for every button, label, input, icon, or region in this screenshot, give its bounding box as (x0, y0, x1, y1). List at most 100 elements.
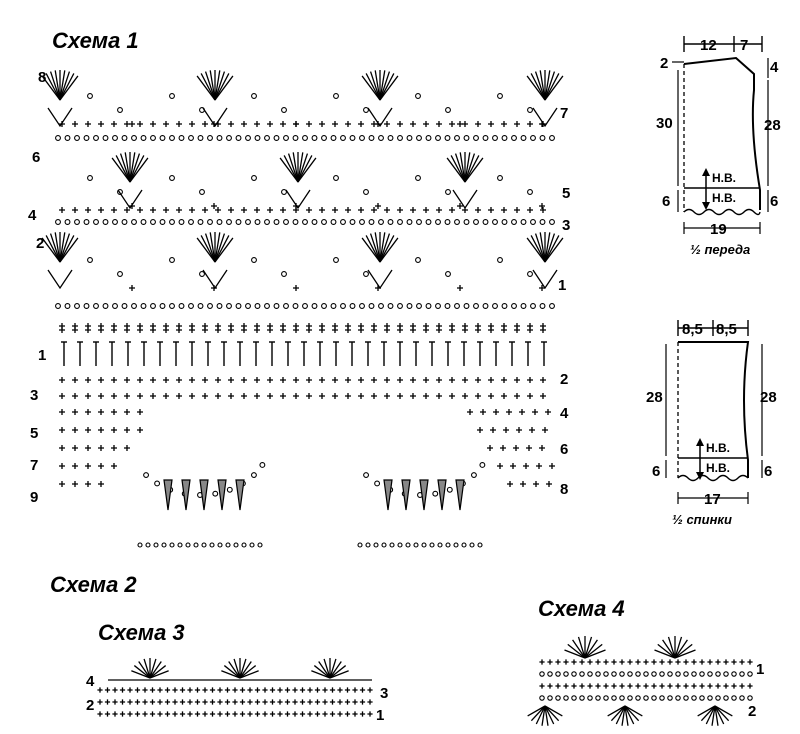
chain-stitch-symbol (330, 303, 337, 309)
single-crochet-symbol (371, 207, 377, 213)
chain-stitch-symbol (140, 219, 147, 225)
s1-row-right-3: 3 (562, 217, 570, 234)
single-crochet-symbol (510, 463, 516, 469)
chain-stitch-symbol (207, 219, 213, 225)
single-crochet-symbol (215, 327, 221, 333)
chain-stitch-symbol (159, 135, 166, 141)
chain-stitch-symbol (359, 303, 365, 309)
single-crochet-symbol (194, 687, 201, 693)
chain-stitch-symbol (530, 135, 536, 141)
front-width-dim: 19 (710, 221, 727, 238)
single-crochet-symbol (723, 683, 729, 689)
chain-stitch-symbol (707, 695, 713, 701)
chain-stitch-symbol (675, 671, 681, 677)
fan-stitch-symbol (329, 661, 342, 679)
single-crochet-symbol (211, 203, 217, 209)
fan-stitch-symbol (365, 235, 381, 263)
single-crochet-symbol (112, 687, 118, 693)
single-crochet-symbol (157, 699, 163, 705)
fan-stitch-symbol (223, 665, 241, 679)
chain-stitch-symbol (463, 219, 470, 225)
fan-stitch-symbol (239, 658, 247, 679)
single-crochet-symbol (104, 711, 111, 717)
single-crochet-symbol (150, 121, 156, 127)
chain-stitch-symbol (715, 671, 721, 677)
fan-stitch-symbol (369, 233, 381, 263)
single-crochet-symbol (59, 377, 65, 383)
fan-stitch-symbol (124, 152, 131, 183)
chain-stitch-symbol (333, 175, 339, 181)
single-crochet-symbol (488, 327, 494, 333)
single-crochet-symbol (507, 481, 513, 487)
single-crochet-symbol (519, 409, 525, 415)
single-crochet-symbol (124, 327, 130, 333)
back-left-bottom-dim: 6 (652, 463, 660, 480)
chain-stitch-symbol (254, 135, 261, 141)
chain-stitch-symbol (83, 135, 90, 141)
chain-stitch-symbol (397, 135, 403, 141)
single-crochet-symbol (59, 327, 65, 333)
chain-stitch-symbol (413, 542, 419, 548)
chain-stitch-symbol (254, 303, 261, 309)
single-crochet-symbol (375, 285, 381, 291)
single-crochet-symbol (514, 207, 520, 213)
fan-stitch-symbol (544, 705, 555, 725)
front-right-height-dim: 28 (764, 117, 781, 134)
single-crochet-symbol (98, 445, 104, 451)
chain-stitch-symbol (55, 219, 61, 225)
single-crochet-symbol (344, 699, 351, 705)
single-crochet-symbol (59, 427, 65, 433)
single-crochet-symbol (232, 711, 238, 717)
single-crochet-symbol (189, 393, 195, 399)
chain-stitch-symbol (595, 671, 601, 677)
single-crochet-symbol (539, 683, 545, 689)
s1-row-left-5: 5 (30, 425, 38, 442)
fan-stitch-symbol (621, 705, 626, 726)
chain-stitch-symbol (445, 542, 451, 548)
chain-stitch-symbol (579, 695, 585, 701)
single-crochet-symbol (293, 121, 299, 127)
fan-stitch-symbol (584, 636, 593, 659)
chain-stitch-symbol (603, 695, 609, 701)
chain-stitch-symbol (87, 93, 93, 99)
single-crochet-symbol (436, 327, 442, 333)
fan-stitch-symbol (454, 153, 466, 183)
single-crochet-symbol (603, 683, 609, 689)
single-crochet-symbol (319, 327, 325, 333)
single-crochet-symbol (239, 711, 246, 717)
chain-stitch-symbol (659, 671, 665, 677)
single-crochet-symbol (163, 327, 169, 333)
chain-stitch-symbol (530, 303, 536, 309)
chain-stitch-symbol (368, 135, 375, 141)
single-crochet-symbol (410, 377, 416, 383)
chain-stitch-symbol (245, 135, 251, 141)
fan-stitch-symbol (209, 232, 216, 263)
puff-stitch-symbol (401, 479, 411, 511)
chain-stitch-symbol (425, 219, 432, 225)
single-crochet-symbol (98, 393, 104, 399)
fan-stitch-symbol (214, 233, 226, 263)
chain-stitch-symbol (587, 671, 593, 677)
single-crochet-symbol (228, 327, 234, 333)
single-crochet-symbol (667, 683, 673, 689)
chain-stitch-symbol (363, 271, 369, 277)
s1-row-left-2: 2 (36, 235, 44, 252)
single-crochet-symbol (284, 699, 291, 705)
chain-stitch-symbol (461, 542, 467, 548)
single-crochet-symbol (384, 393, 390, 399)
single-crochet-symbol (189, 207, 195, 213)
single-crochet-symbol (358, 121, 364, 127)
single-crochet-symbol (224, 711, 231, 717)
chain-stitch-symbol (251, 93, 257, 99)
single-crochet-symbol (449, 207, 455, 213)
single-crochet-symbol (202, 377, 208, 383)
single-crochet-symbol (280, 327, 286, 333)
chain-stitch-symbol (363, 107, 369, 113)
single-crochet-symbol (627, 683, 633, 689)
fan-stitch-symbol (54, 232, 61, 263)
fan-stitch-symbol (572, 639, 586, 659)
single-crochet-symbol (85, 393, 91, 399)
single-crochet-symbol (691, 659, 697, 665)
single-crochet-symbol (344, 687, 351, 693)
chain-stitch-symbol (93, 219, 99, 225)
